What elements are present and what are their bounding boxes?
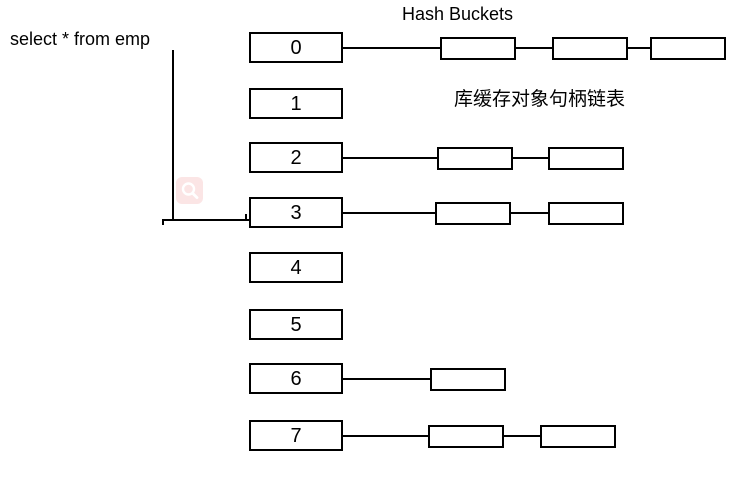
chain-node-box: [650, 37, 726, 60]
hash-bucket-box-2: 2: [249, 142, 343, 173]
hash-bucket-box-0: 0: [249, 32, 343, 63]
bucket-label: 2: [290, 146, 302, 169]
bucket-label: 3: [290, 201, 302, 224]
query-arrow-end-tick-left: [162, 219, 164, 225]
connector-line: [511, 212, 548, 214]
bucket-label: 1: [290, 92, 302, 115]
chain-node-box: [428, 425, 504, 448]
chain-node-box: [437, 147, 513, 170]
chain-node-box: [440, 37, 516, 60]
bucket-label: 7: [290, 424, 302, 447]
chain-node-box: [435, 202, 511, 225]
bucket-label: 4: [290, 256, 302, 279]
diagram-title: Hash Buckets: [402, 4, 514, 24]
hash-bucket-box-5: 5: [249, 309, 343, 340]
chain-node-box: [552, 37, 628, 60]
connector-line: [504, 435, 540, 437]
hash-bucket-box-6: 6: [249, 363, 343, 394]
chain-annotation: 库缓存对象句柄链表: [454, 89, 626, 110]
connector-line: [343, 157, 437, 159]
connector-line: [343, 47, 440, 49]
chain-node-box: [548, 202, 624, 225]
connector-line: [343, 212, 435, 214]
query-text: select * from emp: [10, 29, 151, 49]
chain-node-box: [430, 368, 506, 391]
connector-line: [513, 157, 548, 159]
connector-line: [343, 378, 430, 380]
chain-node-box: [548, 147, 624, 170]
magnifier-glyph: [181, 181, 198, 199]
chain-node-box: [540, 425, 616, 448]
magnifier-icon[interactable]: [176, 177, 203, 204]
query-arrow-end-tick-right: [245, 214, 247, 220]
connector-line: [343, 435, 428, 437]
hash-bucket-box-3: 3: [249, 197, 343, 228]
query-arrow-horizontal-line: [163, 219, 249, 221]
hash-bucket-box-4: 4: [249, 252, 343, 283]
hash-bucket-box-7: 7: [249, 420, 343, 451]
connector-line: [516, 47, 552, 49]
bucket-label: 0: [290, 36, 302, 59]
bucket-label: 5: [290, 313, 302, 336]
hash-bucket-box-1: 1: [249, 88, 343, 119]
bucket-label: 6: [290, 367, 302, 390]
query-arrow-vertical-line: [172, 50, 174, 221]
connector-line: [628, 47, 650, 49]
